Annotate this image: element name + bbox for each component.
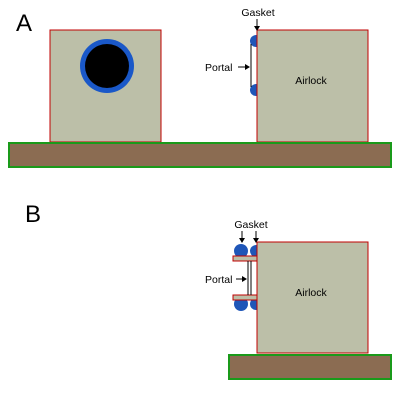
portal-arrowhead-a [245, 64, 250, 70]
panel-a-letter: A [16, 10, 32, 37]
port-hole [85, 44, 129, 88]
airlock-box-a [256, 29, 369, 143]
airlock-label-a: Airlock [295, 75, 327, 87]
ground-b [228, 354, 392, 380]
airlock-label-b: Airlock [295, 287, 327, 299]
gasket-label-b: Gasket [234, 219, 267, 231]
portal-arrowhead-b [242, 276, 247, 282]
portal-label-b: Portal [205, 274, 232, 286]
gasket-arrowhead-b-right [253, 238, 259, 243]
gasket-b-top-left [234, 244, 248, 258]
panel-b-letter: B [25, 201, 41, 228]
ground-a [8, 142, 392, 168]
airlock-box-b [256, 241, 369, 354]
flange-b-bottom [232, 294, 259, 301]
gasket-arrowhead-a [254, 26, 260, 31]
gasket-label-a: Gasket [241, 7, 274, 19]
flange-b-top [232, 255, 259, 262]
portal-label-a: Portal [205, 62, 232, 74]
gasket-arrowhead-b-left [239, 238, 245, 243]
